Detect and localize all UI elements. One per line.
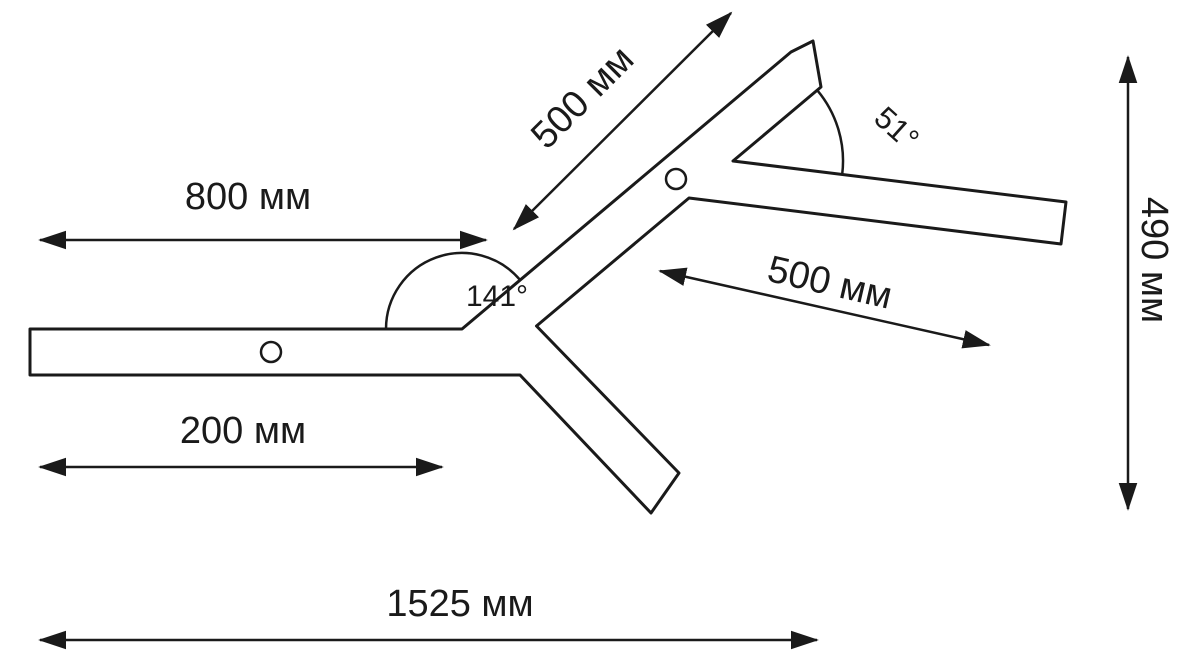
dim-label-1525: 1525 мм <box>386 583 533 625</box>
mounting-hole-left <box>259 340 283 364</box>
mounting-hole-upper <box>664 167 688 191</box>
dim-label-500-upper: 500 мм <box>523 38 642 157</box>
angle-arc-51 <box>816 89 845 175</box>
dim-label-200: 200 мм <box>180 410 306 452</box>
angle-arc-141 <box>384 251 522 330</box>
dim-label-500-right: 500 мм <box>764 248 896 317</box>
fixture-outline <box>28 39 1068 515</box>
dim-label-800: 800 мм <box>185 176 311 218</box>
angle-label-51: 51° <box>868 100 926 157</box>
dim-line-500-right <box>658 267 991 349</box>
dim-line-500-upper <box>512 11 733 231</box>
angle-label-141: 141° <box>466 280 528 313</box>
dim-label-490: 490 мм <box>1133 197 1175 323</box>
